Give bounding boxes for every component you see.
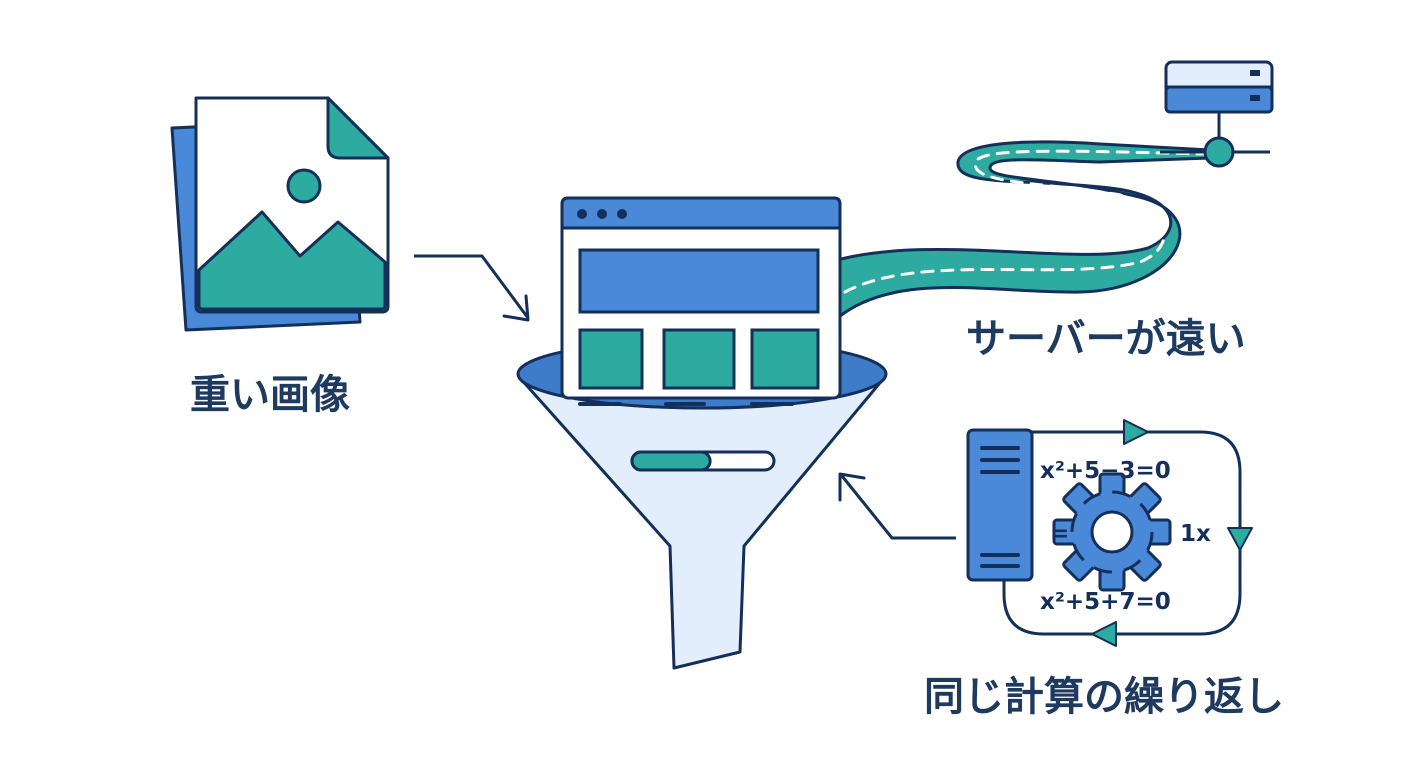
label-server-far: サーバーが遠い bbox=[966, 316, 1246, 362]
server-tower-icon bbox=[966, 428, 1034, 582]
label-repeat-calculation: 同じ計算の繰り返し bbox=[924, 674, 1284, 720]
arrow-icon bbox=[838, 472, 956, 540]
loading-bar bbox=[630, 450, 776, 472]
gear-icon bbox=[1052, 472, 1172, 592]
browser-window-icon bbox=[560, 196, 842, 406]
road-icon bbox=[828, 140, 1212, 318]
equation-middle-right: 1x bbox=[1180, 521, 1211, 547]
arrow-icon bbox=[414, 254, 530, 322]
loading-bar-fill bbox=[630, 450, 712, 472]
server-icon bbox=[1160, 60, 1274, 168]
equation-middle-left: = bbox=[1050, 521, 1069, 547]
equation-top: x²+5−3=0 bbox=[1040, 458, 1171, 484]
image-file-icon bbox=[170, 96, 390, 332]
label-heavy-images: 重い画像 bbox=[190, 372, 350, 418]
equation-bottom: x²+5+7=0 bbox=[1040, 589, 1171, 615]
computation-cycle: x²+5−3=0 = 1x x²+5+7=0 bbox=[966, 419, 1253, 647]
